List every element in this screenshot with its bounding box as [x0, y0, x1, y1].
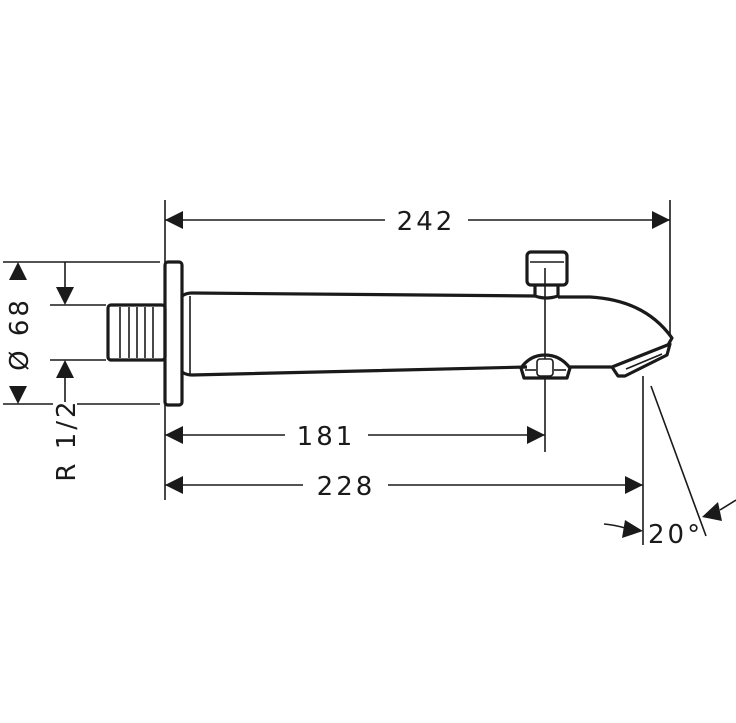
dimension-thread: R 1/2 — [50, 262, 106, 482]
dimension-label-thread: R 1/2 — [52, 398, 82, 481]
dimension-181: 181 — [165, 422, 545, 452]
dimension-label-181: 181 — [297, 422, 356, 452]
dimension-242: 242 — [165, 207, 670, 237]
wall-flange — [163, 260, 184, 407]
spout-outline — [106, 250, 674, 407]
dimension-label-diameter: Ø 68 — [5, 297, 35, 371]
extension-line-outlet-angle — [650, 385, 707, 537]
spout-body-bottom — [181, 365, 528, 377]
diverter-knob — [525, 250, 569, 287]
diverter-body — [519, 353, 572, 380]
dimension-label-angle: 20° — [648, 520, 703, 550]
diverter-knob-stem — [533, 285, 560, 300]
dimension-228: 228 — [165, 472, 643, 502]
dimension-label-242: 242 — [397, 207, 456, 237]
aerator-outlet — [610, 342, 672, 378]
dimension-label-228: 228 — [317, 472, 376, 502]
spout-body-top — [181, 291, 536, 298]
dimension-angle-20: 20° — [603, 499, 736, 550]
dimension-flange-diameter: Ø 68 — [3, 261, 160, 405]
spout-nose — [558, 295, 674, 346]
